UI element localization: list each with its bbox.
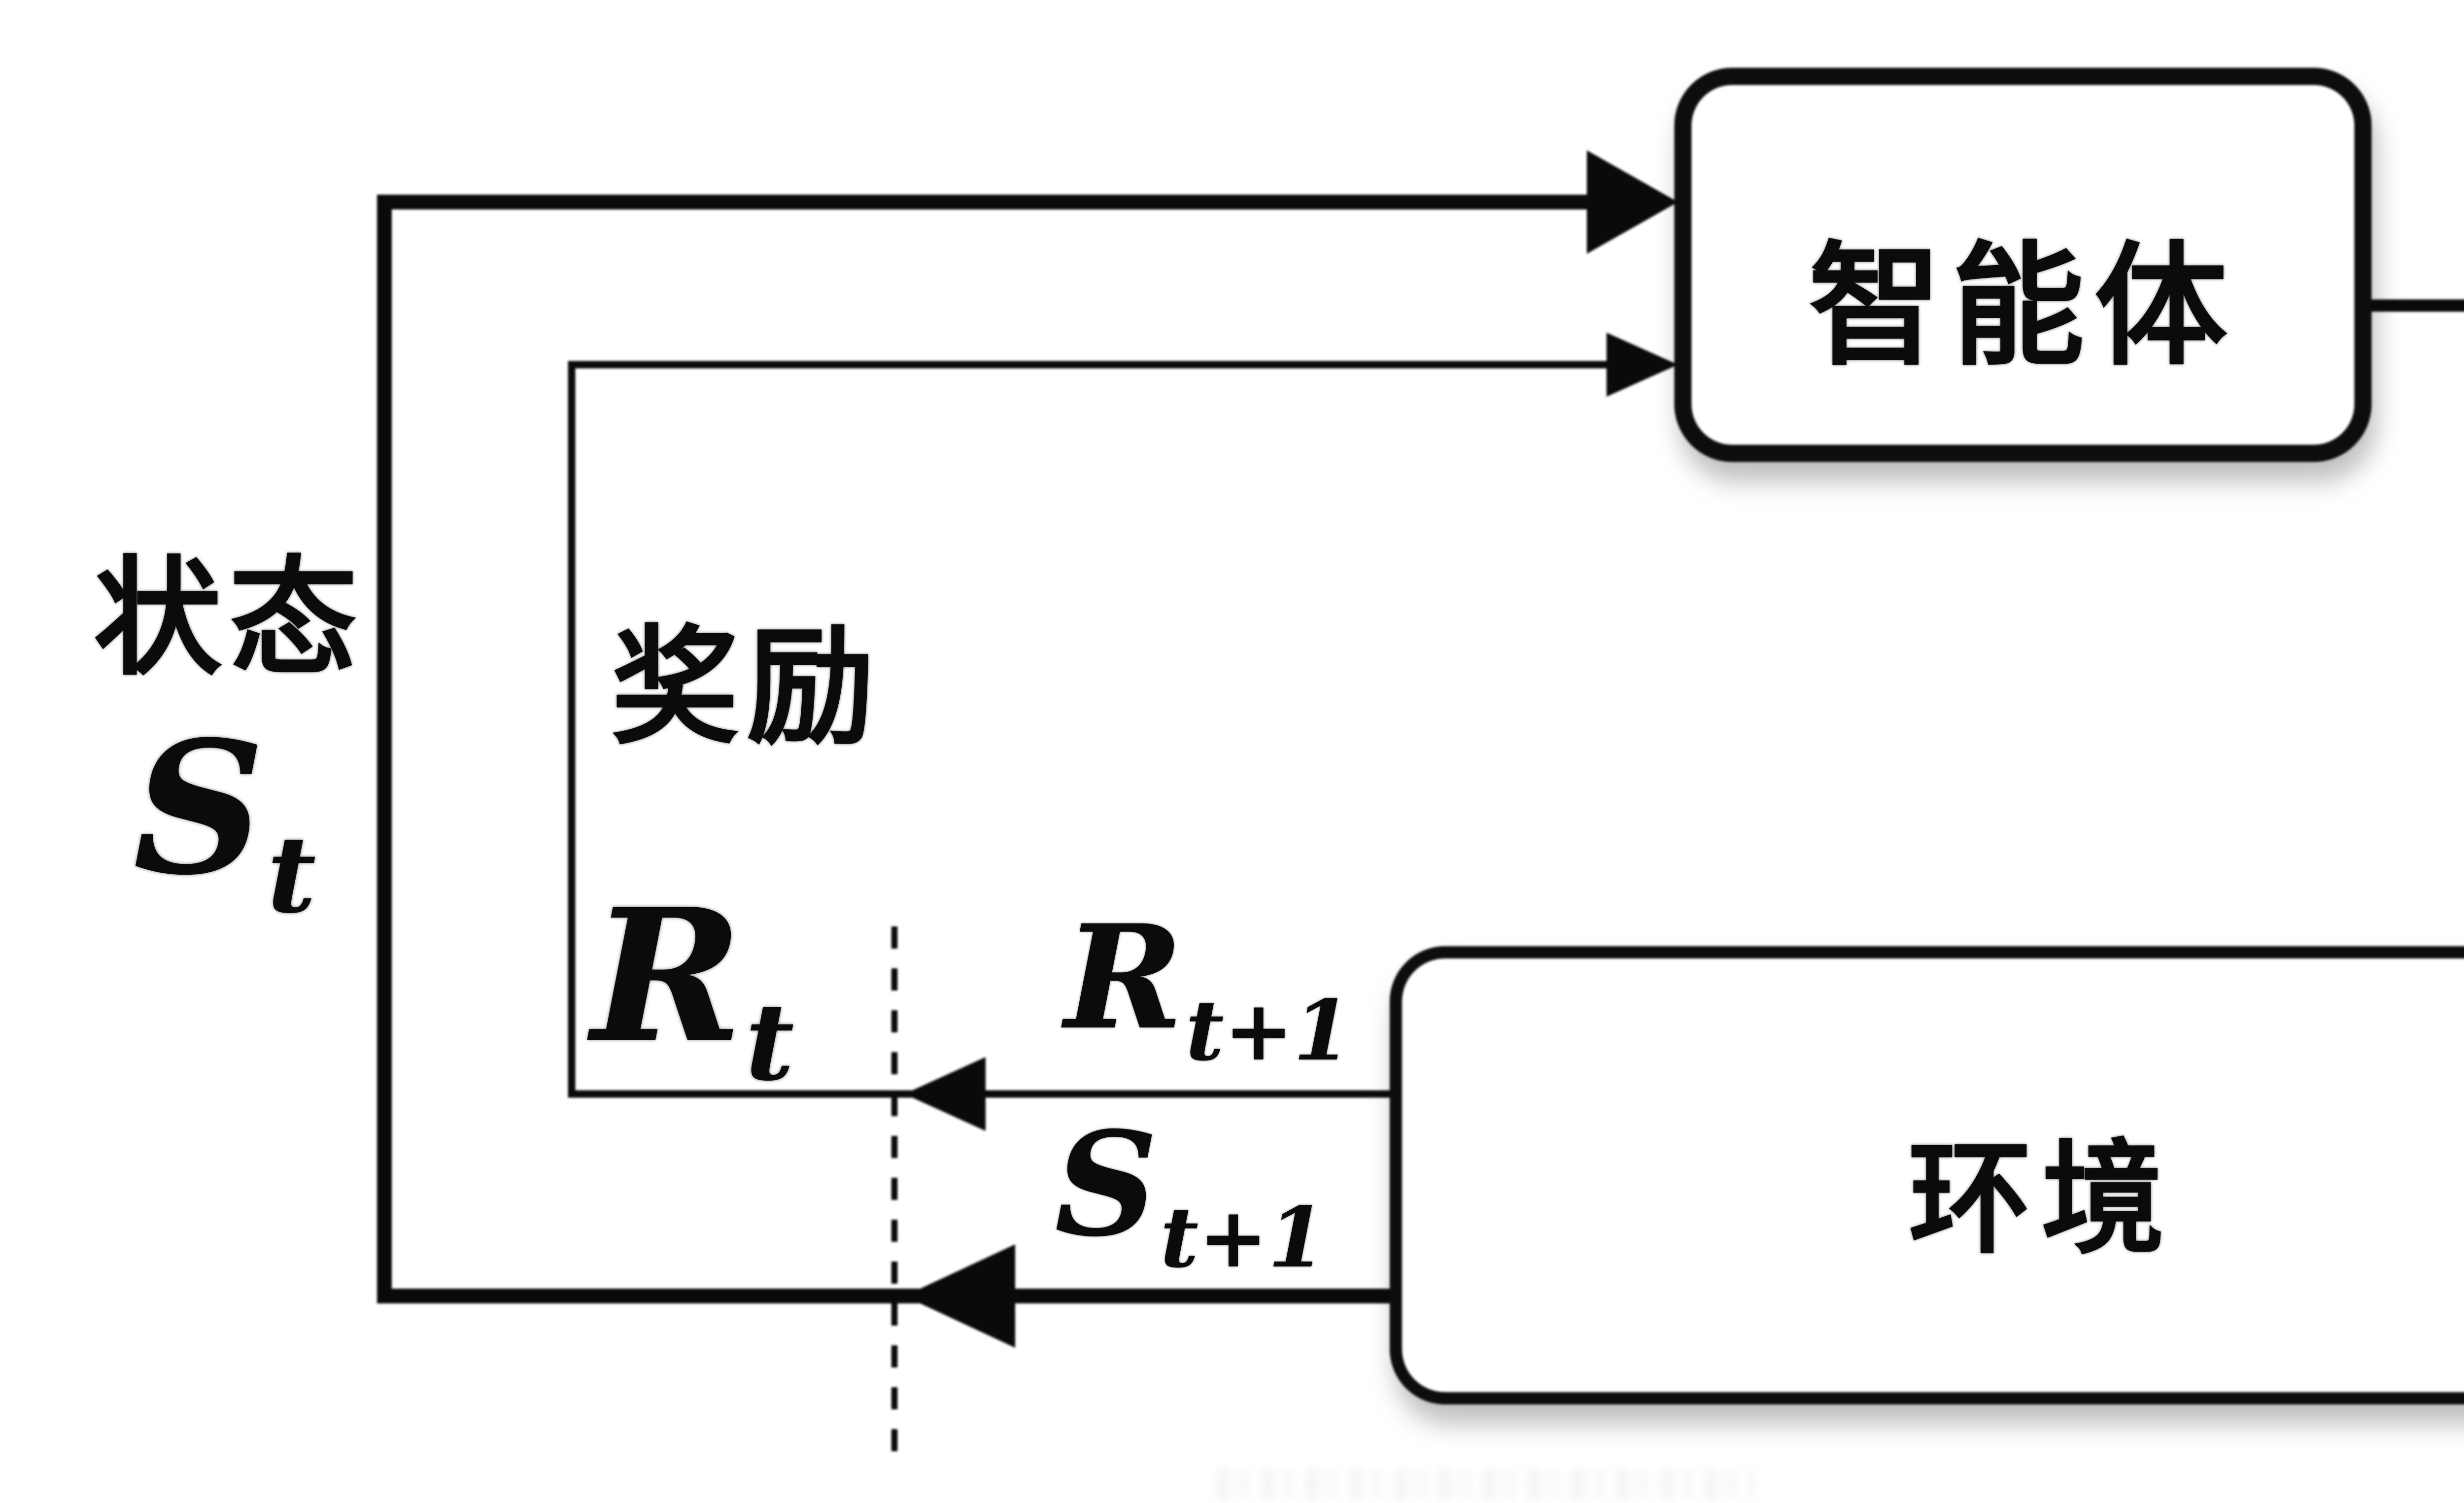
state-symbol-base: S (133, 705, 265, 917)
environment-box-label: 环境 (1908, 1125, 2175, 1270)
agent-box-label: 智能体 (1809, 227, 2237, 384)
state-label: 状态 (94, 545, 365, 695)
next-state-symbol-subscript: t+1 (1160, 1186, 1326, 1285)
environment-box (1390, 946, 2464, 1404)
next-reward-arrowhead (904, 1057, 986, 1131)
next-reward-symbol-base: R (1064, 894, 1184, 1062)
caption-artifact-smudge (1217, 1469, 1754, 1501)
agent-box (1674, 68, 2372, 462)
state-symbol-subscript: t (267, 815, 316, 938)
state-loop-line (377, 195, 1597, 1303)
reward-symbol-subscript: t (745, 982, 794, 1106)
next-state-symbol-base: S (1055, 1101, 1158, 1269)
reward-label: 奖励 (611, 614, 883, 764)
next-state-arrowhead (904, 1244, 1015, 1348)
reward-symbol-base: R (591, 872, 743, 1084)
next-reward-symbol-subscript: t+1 (1186, 979, 1351, 1078)
reward-into-agent-arrowhead (1607, 333, 1678, 397)
state-into-agent-arrowhead (1587, 150, 1678, 254)
